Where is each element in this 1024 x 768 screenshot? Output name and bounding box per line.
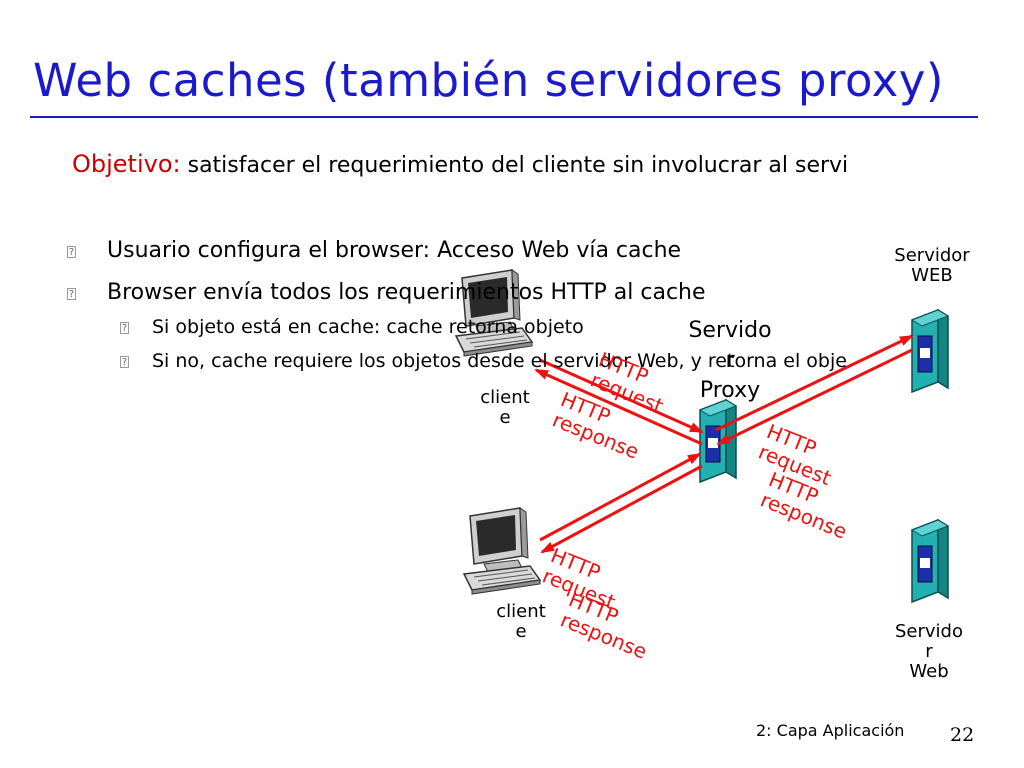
objective-text: satisfacer el requerimiento del cliente … [187, 153, 849, 178]
sub-bullet-1-text: Si objeto está en cache: cache retorna o… [152, 316, 584, 338]
bullet-marker-icon: ? [120, 356, 129, 368]
sub-bullet-2: ? Si no, cache requiere los objetos desd… [120, 350, 847, 372]
bullet-marker-icon: ? [67, 246, 76, 258]
web-server-top-icon [911, 309, 949, 393]
web-server-bottom-icon [911, 519, 949, 603]
arrow-client-top-request [539, 358, 704, 434]
proxy-server-label: Servido r Proxy [688, 318, 772, 403]
sub-bullet-2-text: Si no, cache requiere los objetos desde … [152, 350, 847, 372]
objective-label: Objetivo: [72, 150, 181, 178]
bullet-2: ? Browser envía todos los requerimientos… [67, 280, 706, 305]
bullet-marker-icon: ? [67, 288, 76, 300]
bullet-1-text: Usuario configura el browser: Acceso Web… [107, 238, 682, 263]
bullet-2-text: Browser envía todos los requerimientos H… [107, 280, 706, 305]
arrow-client-bottom-response [540, 464, 703, 554]
arrow-server-to-proxy [716, 348, 913, 446]
page-title: Web caches (también servidores proxy) [33, 54, 944, 107]
bullet-1: ? Usuario configura el browser: Acceso W… [67, 238, 682, 263]
bullet-marker-icon: ? [120, 322, 129, 334]
client-bottom-computer-icon [463, 507, 541, 595]
title-underline [30, 116, 978, 118]
arrow-client-top-response [534, 368, 703, 446]
sub-bullet-1: ? Si objeto está en cache: cache retorna… [120, 316, 584, 338]
arrow-client-bottom-request [539, 452, 702, 542]
chapter-footer: 2: Capa Aplicación [756, 721, 905, 740]
client-bottom-label: client e [496, 601, 546, 642]
web-server-bottom-label: Servido r Web [895, 621, 963, 682]
arrow-proxy-to-server [715, 334, 914, 432]
objective-line: Objetivo: satisfacer el requerimiento de… [72, 150, 848, 178]
proxy-server-icon [699, 399, 737, 483]
client-top-label: client e [480, 387, 530, 428]
web-server-top-label: Servidor WEB [894, 245, 970, 286]
page-number: 22 [950, 724, 975, 746]
